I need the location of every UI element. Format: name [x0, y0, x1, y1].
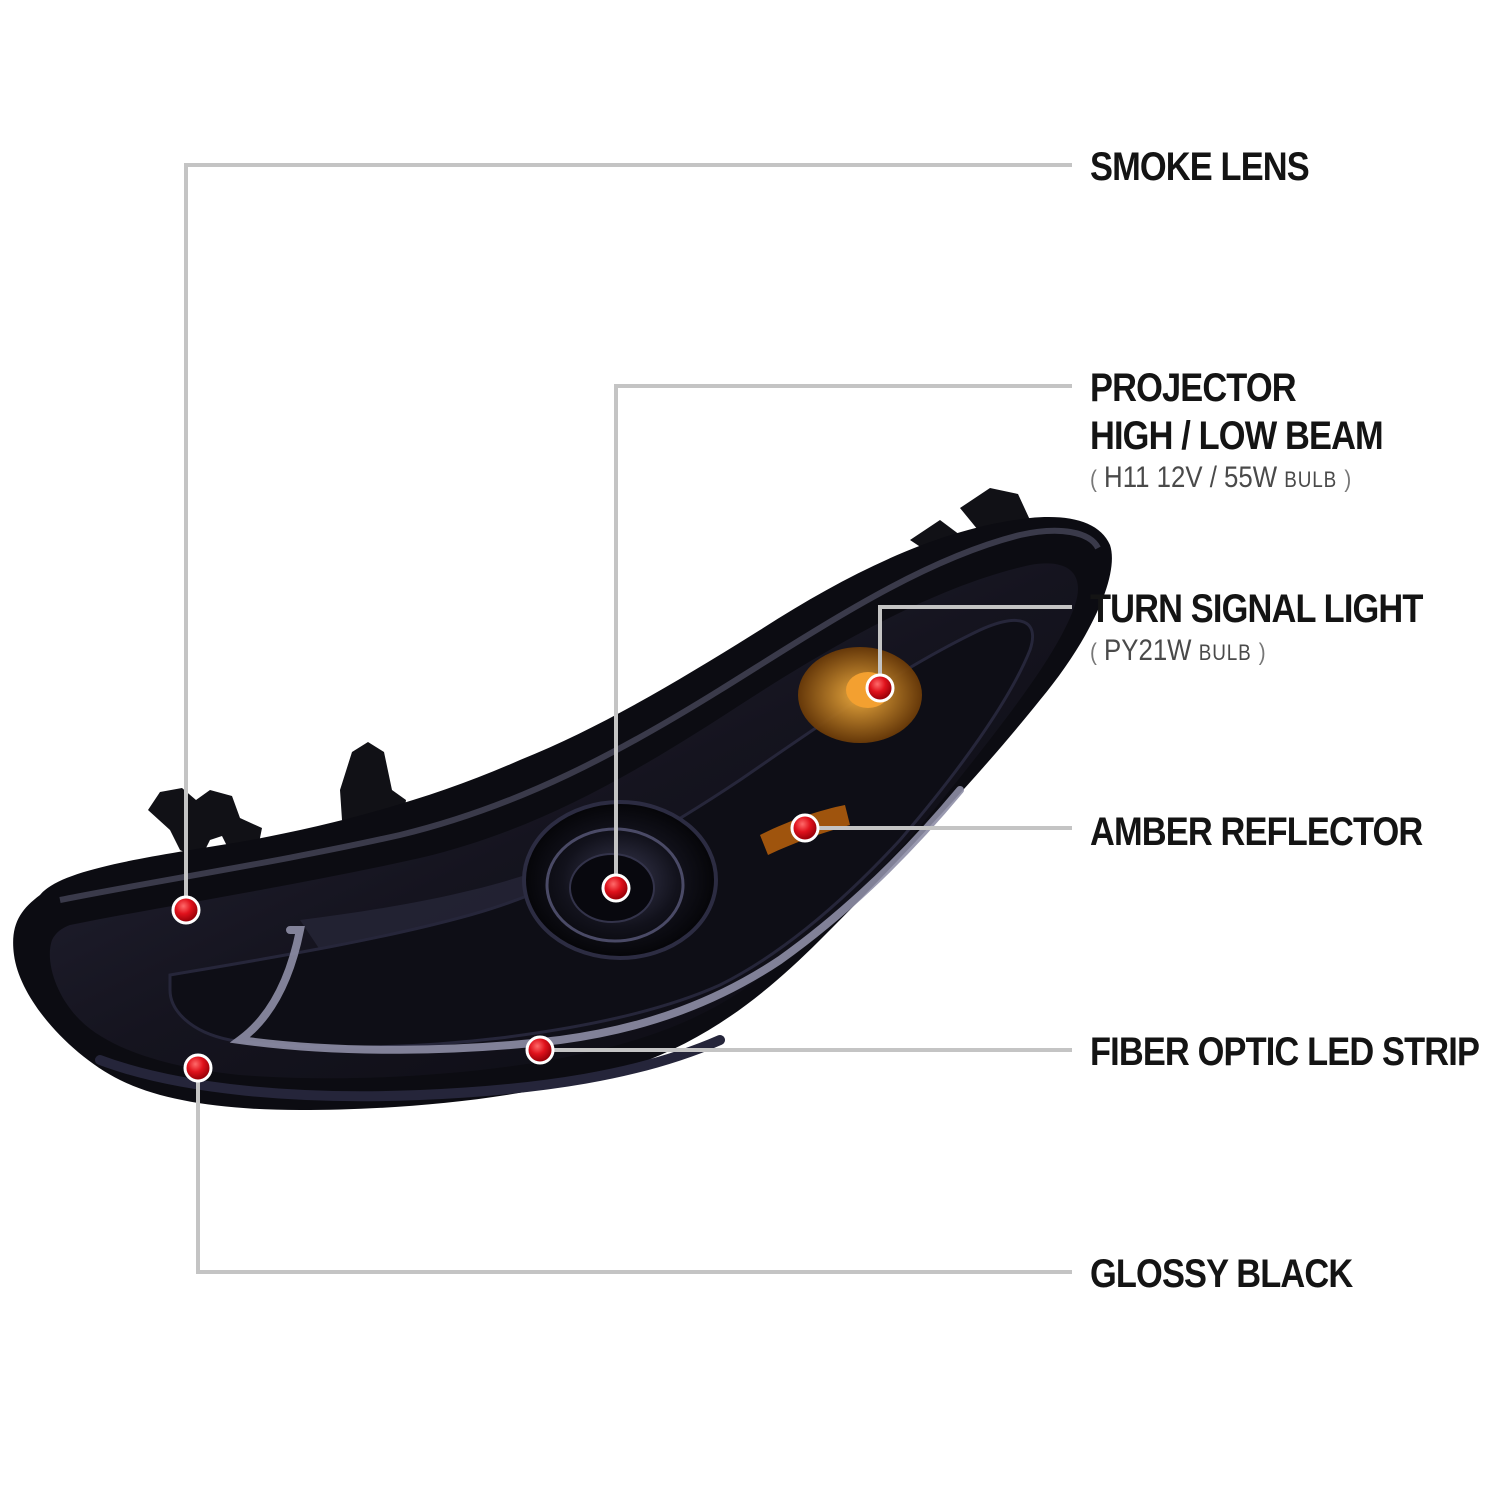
smoke-lens-title: SMOKE LENS — [1090, 145, 1310, 189]
turn-signal-bulb-spec-line: ( PY21W BULB ) — [1090, 633, 1423, 671]
label-smoke-lens: SMOKE LENS — [1090, 143, 1310, 191]
marker-dot-amber-reflector — [790, 813, 820, 843]
label-fiber-optic: FIBER OPTIC LED STRIP — [1090, 1028, 1480, 1076]
marker-dot-smoke-lens — [171, 895, 201, 925]
marker-dot-turn-signal — [865, 673, 895, 703]
glossy-black-trim — [95, 1035, 725, 1102]
turn-signal-close-paren: ) — [1258, 639, 1266, 666]
glossy-black-title: GLOSSY BLACK — [1090, 1252, 1353, 1296]
projector-close-paren: ) — [1344, 466, 1352, 493]
label-glossy-black: GLOSSY BLACK — [1090, 1250, 1353, 1298]
leader-line-projector — [614, 384, 1072, 888]
projector-title-line1: PROJECTOR — [1090, 366, 1297, 410]
fiber-optic-led-strip — [229, 786, 964, 1054]
turn-signal-title: TURN SIGNAL LIGHT — [1090, 587, 1423, 631]
projector-title-line2: HIGH / LOW BEAM — [1090, 414, 1384, 458]
leader-line-smoke-lens — [184, 163, 1072, 910]
leader-line-turn-signal — [878, 605, 1072, 688]
label-amber-reflector: AMBER REFLECTOR — [1090, 808, 1423, 856]
label-projector: PROJECTOR HIGH / LOW BEAM ( H11 12V / 55… — [1090, 364, 1384, 498]
turn-signal-open-paren: ( — [1090, 639, 1097, 666]
turn-signal-bulb-word: BULB — [1198, 640, 1252, 665]
leader-line-glossy-black — [196, 1068, 1072, 1274]
fiber-optic-title: FIBER OPTIC LED STRIP — [1090, 1030, 1480, 1074]
leader-lines — [184, 163, 1072, 1274]
callout-markers — [171, 673, 895, 1083]
projector-open-paren: ( — [1090, 466, 1097, 493]
housing-top-rim — [59, 527, 1101, 903]
marker-dot-projector — [601, 873, 631, 903]
lens-reflection — [300, 870, 560, 950]
marker-dot-glossy-black — [183, 1053, 213, 1083]
turn-signal-bulb-spec: PY21W — [1104, 634, 1192, 667]
amber-reflector-title: AMBER REFLECTOR — [1090, 810, 1423, 854]
projector-bulb-word: BULB — [1284, 467, 1338, 492]
projector-bulb-spec: H11 12V / 55W — [1104, 461, 1278, 494]
projector-bulb-spec-line: ( H11 12V / 55W BULB ) — [1090, 460, 1383, 498]
marker-dot-fiber-optic — [525, 1035, 555, 1065]
label-turn-signal: TURN SIGNAL LIGHT ( PY21W BULB ) — [1090, 585, 1423, 671]
